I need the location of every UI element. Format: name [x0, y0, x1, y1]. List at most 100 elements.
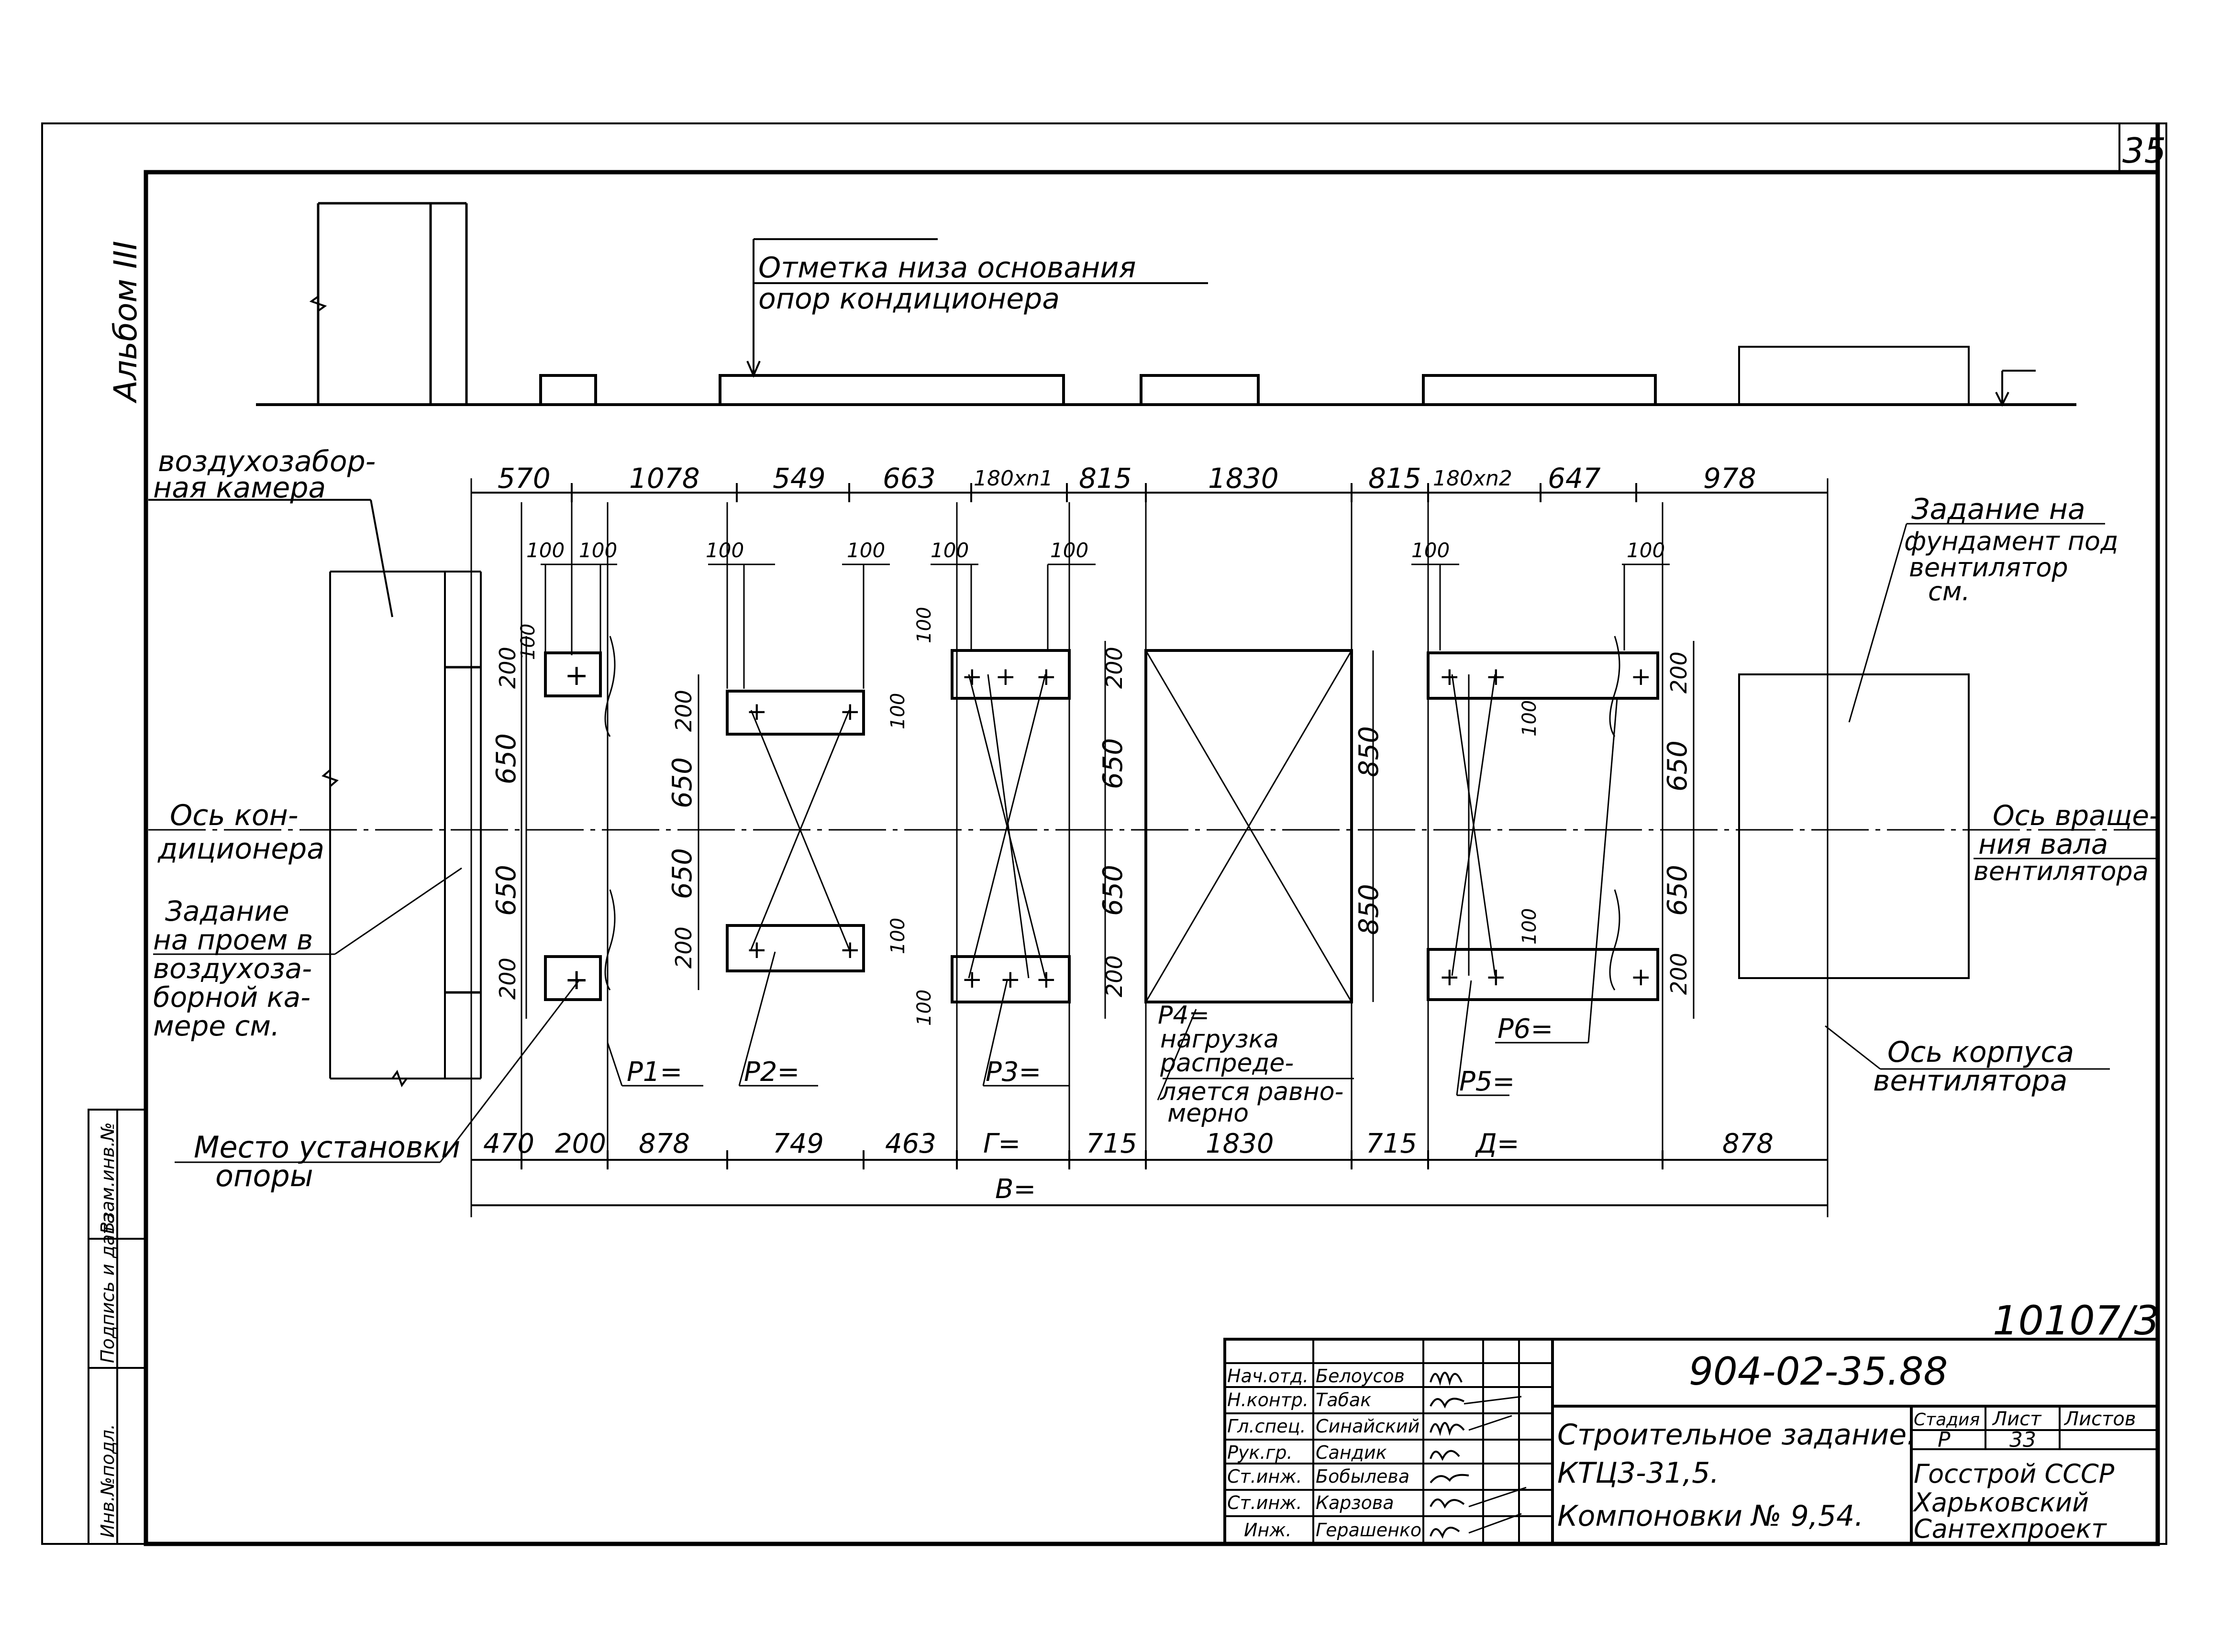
opening-task-line4: борной ка-: [153, 981, 311, 1013]
intake-chamber-line1: воздухозабор-: [158, 445, 376, 478]
vdim-200-c5-bot: 200: [1666, 953, 1692, 995]
support-pad-1-top: [544, 651, 602, 697]
svg-text:+: +: [565, 963, 588, 996]
ac-axis-line2: диционера: [157, 832, 324, 866]
bot-dim-d: Д=: [1475, 1128, 1519, 1159]
opening-task-line2: на проем в: [153, 924, 313, 956]
vdim-650-c3-top: 650: [1098, 738, 1129, 789]
offset-100-7: 100: [1411, 539, 1450, 562]
fan-shaft-axis-line2: ния вала: [1978, 828, 2108, 860]
vdim-100-c3-bot: 100: [913, 990, 935, 1026]
svg-text:+: +: [995, 662, 1016, 691]
org-line3: Сантехпроект: [1914, 1514, 2107, 1544]
svg-text:+: +: [1630, 662, 1652, 691]
elevation-view: Отметка низа основания опор кондиционера: [256, 202, 2076, 407]
fan-housing: [1738, 673, 1970, 979]
strip-signature: Подпись и дата: [97, 1212, 118, 1363]
vdim-200-c1-bot: 200: [495, 958, 521, 1000]
svg-text:+: +: [1630, 963, 1652, 991]
elevation-note-line1: Отметка низа основания: [758, 251, 1136, 285]
doc-code: 904-02-35.88: [1689, 1349, 1948, 1394]
outer-frame: [41, 122, 2167, 1545]
overall-dim-b: В=: [995, 1174, 1036, 1205]
intake-chamber-line2: ная камера: [153, 471, 326, 505]
title-line3: Компоновки № 9,54.: [1557, 1499, 1863, 1533]
load-p3: P3=: [986, 1057, 1041, 1088]
support-pad-1-bottom: [544, 955, 602, 1001]
fan-foundation-line3: вентилятор: [1909, 552, 2068, 583]
bot-dim-715b: 715: [1366, 1128, 1417, 1159]
org-line1: Госстрой СССР: [1914, 1459, 2115, 1489]
top-row-ticks: [571, 483, 1637, 502]
staff-role-2: Н.контр.: [1227, 1389, 1309, 1410]
bot-dim-715a: 715: [1086, 1128, 1137, 1159]
staff-role-4: Рук.гр.: [1227, 1442, 1293, 1463]
vdim-200-c2-bot: 200: [671, 926, 697, 969]
staff-name-1: Белоусов: [1316, 1366, 1405, 1387]
top-dim-570: 570: [498, 462, 551, 495]
svg-text:+: +: [962, 965, 983, 994]
vdim-650-c1-bot: 650: [491, 865, 522, 916]
p4-note-line2: нагрузка: [1160, 1025, 1279, 1054]
elevation-block-4: [1422, 374, 1657, 406]
top-dim-978: 978: [1703, 462, 1756, 495]
top-dim-663: 663: [883, 462, 936, 495]
org-line2: Харьковский: [1912, 1487, 2089, 1518]
load-p1: P1=: [627, 1057, 682, 1088]
staff-name-2: Табак: [1316, 1389, 1371, 1410]
fan-shaft-axis-line1: Ось враще-: [1993, 799, 2159, 832]
elevation-block-1: [539, 374, 597, 406]
fan-foundation-line2: фундамент под: [1904, 526, 2118, 556]
left-strip: Инв.№подл. Подпись и дата Взам.инв.№: [88, 1109, 147, 1545]
fan-shaft-axis-line3: вентилятора: [1974, 856, 2149, 886]
vdim-850-bot: 850: [1353, 884, 1385, 935]
support-pad-2-bottom: [726, 924, 865, 972]
offset-100-5: 100: [931, 539, 969, 562]
stage-header: Стадия: [1914, 1410, 1980, 1430]
vdim-650-c5-top: 650: [1662, 740, 1693, 792]
fan-body-axis-line2: вентилятора: [1873, 1064, 2067, 1098]
plan-view: воздухозабор- ная камера 570 1078 549 66…: [148, 445, 2158, 1217]
support-pad-2-top: [726, 690, 865, 736]
elevation-fan-base: [1738, 346, 1970, 406]
staff-name-3: Синайский: [1316, 1416, 1420, 1437]
staff-role-7: Инж.: [1244, 1520, 1292, 1541]
opening-task-line1: Задание: [165, 895, 289, 927]
bottom-row-ticks: [521, 1150, 1664, 1169]
support-pad-5-bottom: [1427, 948, 1659, 1001]
vdim-850-top: 850: [1353, 726, 1385, 777]
vdim-100-c1-top: 100: [517, 624, 539, 660]
svg-text:+: +: [565, 659, 588, 692]
svg-text:+: +: [1439, 662, 1460, 691]
vdim-100-c2-top: 100: [887, 693, 909, 729]
sheet-header: Лист: [1992, 1408, 2042, 1430]
stage-value: Р: [1938, 1428, 1951, 1452]
load-p5: P5=: [1459, 1066, 1515, 1097]
svg-text:+: +: [1036, 662, 1057, 691]
top-dim-1078: 1078: [629, 462, 700, 495]
bot-dim-g: Г=: [983, 1128, 1020, 1159]
offset-100-4: 100: [847, 539, 885, 562]
top-dim-815b: 815: [1368, 462, 1421, 495]
support-pad-3-bottom: [951, 955, 1071, 1003]
bot-dim-470: 470: [483, 1128, 534, 1159]
elevation-block-3: [1140, 374, 1260, 406]
sheets-header: Листов: [2063, 1408, 2136, 1430]
load-p6: P6=: [1497, 1013, 1553, 1045]
svg-text:+: +: [840, 697, 861, 726]
album-label: Альбом III: [107, 241, 144, 404]
top-dim-647: 647: [1548, 462, 1601, 495]
svg-text:+: +: [1439, 963, 1460, 991]
vdim-650-c1-top: 650: [491, 733, 522, 784]
vdim-200-c2-top: 200: [671, 690, 697, 732]
bot-dim-463: 463: [885, 1128, 936, 1159]
svg-text:+: +: [746, 697, 767, 726]
staff-name-5: Бобылева: [1316, 1466, 1409, 1487]
vdim-100-c3-top: 100: [913, 607, 935, 643]
vdim-650-c2-top: 650: [667, 757, 698, 808]
p4-note-line1: P4=: [1158, 1001, 1209, 1030]
fan-body-axis-line1: Ось корпуса: [1887, 1035, 2074, 1069]
elevation-block-2: [719, 374, 1065, 406]
p4-note-line3: распреде-: [1160, 1049, 1294, 1078]
annotations: Задание на фундамент под вентилятор см. …: [153, 493, 2159, 1193]
